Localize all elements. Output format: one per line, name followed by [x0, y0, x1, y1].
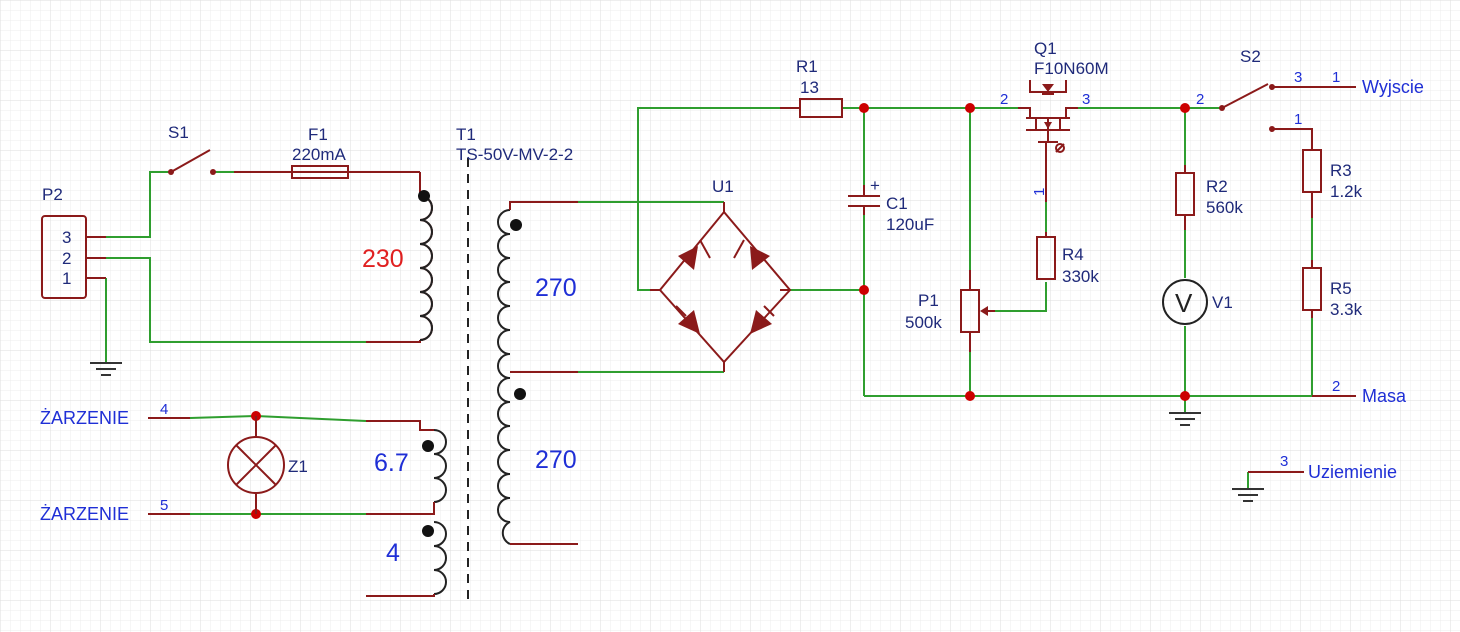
p2-pin-3: 3	[62, 228, 71, 247]
r5-value: 3.3k	[1330, 300, 1363, 319]
net-uziemienie[interactable]: 3 Uziemienie	[1248, 453, 1397, 482]
r2-value: 560k	[1206, 198, 1243, 217]
f1-ref: F1	[308, 125, 328, 144]
resistor-r1[interactable]: R1 13	[780, 57, 843, 118]
junction-dot	[965, 103, 975, 113]
switch-s2[interactable]: S2 2 3 1	[1196, 47, 1356, 150]
net-zarzenie-4[interactable]: ŻARZENIE 4	[40, 401, 190, 428]
c1-value: 120uF	[886, 215, 934, 234]
q1-source-pin: 3	[1082, 91, 1090, 108]
r1-ref: R1	[796, 57, 818, 76]
ground-icon	[1169, 412, 1201, 426]
secondary1-winding-label: 270	[535, 274, 577, 302]
resistor-r3[interactable]: R3 1.2k	[1302, 149, 1363, 218]
resistor-r2[interactable]: R2 560k	[1175, 165, 1243, 230]
c1-ref: C1	[886, 194, 908, 213]
r4-ref: R4	[1062, 245, 1084, 264]
bridge-rectifier-u1[interactable]: U1	[650, 177, 792, 372]
junction-dot	[1180, 103, 1190, 113]
s2-pin-b: 1	[1294, 111, 1302, 128]
s2-common-pin: 2	[1196, 91, 1204, 108]
net-wyjscie[interactable]: 1 Wyjscie	[1332, 69, 1424, 97]
resistor-r5[interactable]: R5 3.3k	[1302, 260, 1363, 319]
secondary2-winding-label: 270	[535, 446, 577, 474]
wyjscie-label: Wyjscie	[1362, 77, 1424, 97]
switch-s1[interactable]: S1	[168, 123, 216, 175]
r3-value: 1.2k	[1330, 182, 1363, 201]
f1-value: 220mA	[292, 145, 347, 164]
fuse-f1[interactable]: F1 220mA	[234, 125, 412, 179]
mosfet-q1[interactable]: Q1 F10N60M 2 3 1	[1000, 39, 1109, 202]
c1-polarity: +	[870, 176, 880, 195]
wires	[105, 107, 1330, 515]
uziemienie-pin: 3	[1280, 453, 1288, 470]
zarzenie-label: ŻARZENIE	[40, 408, 129, 428]
s2-ref: S2	[1240, 47, 1261, 66]
s1-ref: S1	[168, 123, 189, 142]
lamp-z1[interactable]: Z1	[227, 416, 308, 514]
z1-ref: Z1	[288, 457, 308, 476]
u1-ref: U1	[712, 177, 734, 196]
q1-drain-pin: 2	[1000, 91, 1008, 108]
primary-winding-label: 230	[362, 245, 404, 273]
junction-dot	[859, 103, 869, 113]
q1-value: F10N60M	[1034, 59, 1109, 78]
p1-ref: P1	[918, 291, 939, 310]
r4-value: 330k	[1062, 267, 1099, 286]
wyjscie-pin: 1	[1332, 69, 1340, 86]
t1-ref: T1	[456, 125, 476, 144]
masa-pin: 2	[1332, 378, 1340, 395]
v1-ref: V1	[1212, 293, 1233, 312]
capacitor-c1[interactable]: + C1 120uF	[848, 176, 934, 234]
p2-pin-2: 2	[62, 249, 71, 268]
net-masa[interactable]: 2 Masa	[1312, 378, 1407, 406]
junction-dot	[859, 285, 869, 295]
v1-symbol: V	[1175, 288, 1193, 318]
junction-dot	[965, 391, 975, 401]
p1-value: 500k	[905, 313, 942, 332]
connector-p2[interactable]: P2 3 2 1	[41, 185, 106, 299]
zarzenie-pin: 5	[160, 497, 168, 514]
net-zarzenie-5[interactable]: ŻARZENIE 5	[40, 497, 190, 524]
voltmeter-v1[interactable]: V V1	[1162, 279, 1233, 325]
masa-label: Masa	[1362, 386, 1407, 406]
uziemienie-label: Uziemienie	[1308, 462, 1397, 482]
r1-value: 13	[800, 78, 819, 97]
r5-ref: R5	[1330, 279, 1352, 298]
junction-dot	[1180, 391, 1190, 401]
p2-pin-1: 1	[62, 269, 71, 288]
zarzenie-label: ŻARZENIE	[40, 504, 129, 524]
zarzenie-pin: 4	[160, 401, 168, 418]
r3-ref: R3	[1330, 161, 1352, 180]
heater1-winding-label: 6.7	[374, 449, 409, 477]
t1-value: TS-50V-MV-2-2	[456, 145, 573, 164]
transformer-t1[interactable]: 230 6.7 4 270 270 T1 TS-50V-MV-2-2	[362, 125, 578, 600]
p2-ref: P2	[42, 185, 63, 204]
s2-pin-a: 3	[1294, 69, 1302, 86]
q1-ref: Q1	[1034, 39, 1057, 58]
ground-icon	[1232, 488, 1264, 502]
ground-icon	[90, 362, 122, 376]
q1-gate-pin: 1	[1031, 188, 1048, 196]
resistor-r4[interactable]: R4 330k	[1036, 232, 1099, 286]
heater2-winding-label: 4	[386, 539, 400, 567]
r2-ref: R2	[1206, 177, 1228, 196]
potentiometer-p1[interactable]: P1 500k	[905, 270, 995, 352]
